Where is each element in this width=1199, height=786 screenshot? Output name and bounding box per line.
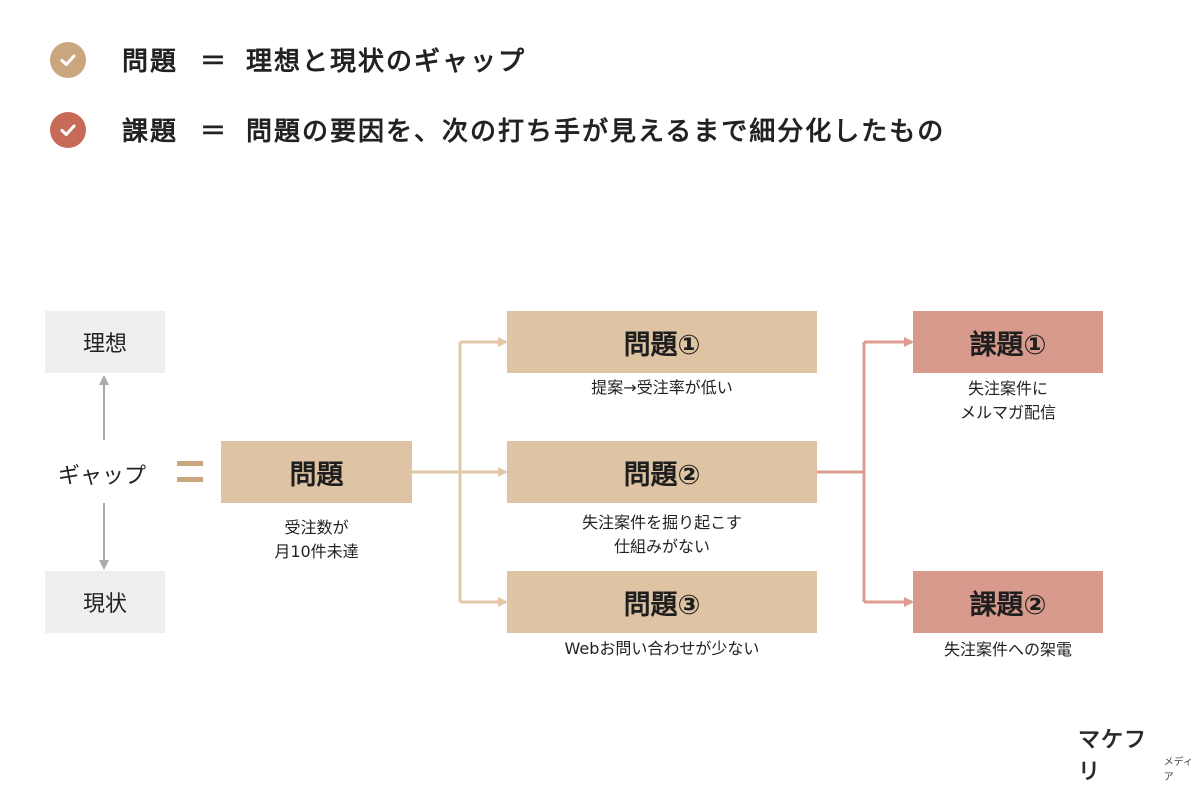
ideal-box: 理想 xyxy=(45,311,165,373)
definition-problem: 問題 ＝ 理想と現状のギャップ xyxy=(50,41,526,78)
equals-sign: ＝ xyxy=(200,47,227,77)
problem-2-box: 問題② xyxy=(507,441,817,503)
definition-term: 課題 xyxy=(122,117,179,147)
problem-2-caption: 失注案件を掘り起こす 仕組みがない xyxy=(582,513,742,556)
definition-description: 問題の要因を、次の打ち手が見えるまで細分化したもの xyxy=(246,117,946,147)
issue-2-box: 課題② xyxy=(913,571,1103,633)
gap-label: ギャップ xyxy=(58,464,147,489)
definition-description: 理想と現状のギャップ xyxy=(246,47,527,77)
check-circle-icon xyxy=(50,111,86,148)
issue-1-caption: 失注案件に メルマガ配信 xyxy=(959,379,1056,422)
issue-2-caption: 失注案件への架電 xyxy=(943,640,1072,659)
problem-1-caption: 提案→受注率が低い xyxy=(591,378,733,397)
current-box: 現状 xyxy=(45,571,165,633)
definition-term: 問題 xyxy=(122,47,179,77)
logo: マケフリ メディア xyxy=(1078,722,1199,786)
check-circle-icon xyxy=(50,41,86,78)
problem-1-box: 問題① xyxy=(507,311,817,373)
logo-sub: メディア xyxy=(1163,757,1193,783)
problem-3-box: 問題③ xyxy=(507,571,817,633)
equals-sign: ＝ xyxy=(200,117,227,147)
problem-box: 問題 xyxy=(221,441,412,503)
definition-issue: 課題 ＝ 問題の要因を、次の打ち手が見えるまで細分化したもの xyxy=(50,111,945,148)
problem-caption: 受注数が 月10件未達 xyxy=(274,518,359,561)
problem-3-caption: Webお問い合わせが少ない xyxy=(564,639,760,658)
logo-main: マケフリ xyxy=(1078,728,1148,785)
issue-1-box: 課題① xyxy=(913,311,1103,373)
